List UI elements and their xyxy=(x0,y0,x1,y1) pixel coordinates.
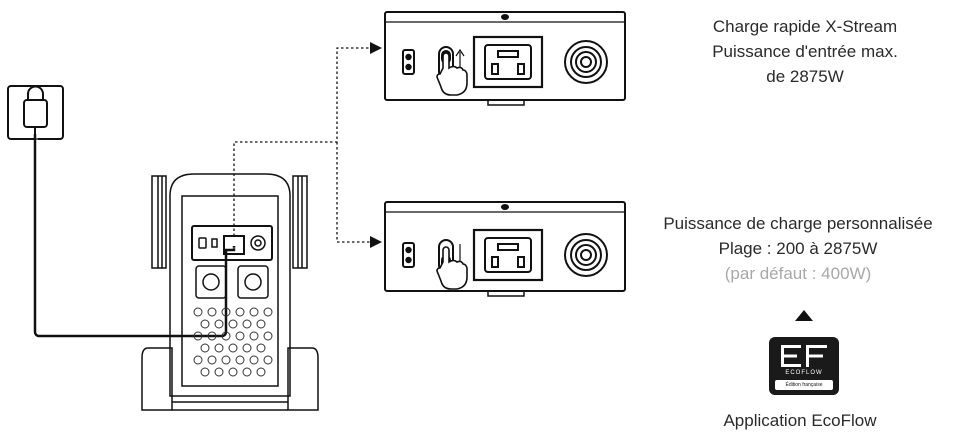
hand-icon xyxy=(436,246,468,290)
ecoflow-app-icon[interactable]: ECOFLOW Édition française xyxy=(769,337,839,395)
caption-x-stream-line2: Puissance d'entrée max. xyxy=(712,42,898,61)
app-brand-text: ECOFLOW xyxy=(785,370,823,376)
caption-custom-line2: Plage : 200 à 2875W xyxy=(718,239,878,258)
app-edition-badge: Édition française xyxy=(775,380,833,390)
caption-x-stream: Charge rapide X-Stream Puissance d'entré… xyxy=(660,14,950,89)
power-cable xyxy=(33,134,236,338)
power-station xyxy=(141,173,319,411)
ecoflow-logo-icon xyxy=(781,345,827,367)
vent-pattern xyxy=(193,307,273,377)
switch-down-panel xyxy=(384,201,626,297)
arrow-head-top xyxy=(370,42,382,54)
wall-plug-icon xyxy=(7,85,64,140)
arrow-up-icon xyxy=(795,310,813,321)
caption-x-stream-line1: Charge rapide X-Stream xyxy=(712,17,898,36)
caption-custom-line1: Puissance de charge personnalisée xyxy=(663,214,933,233)
connector-lines xyxy=(233,47,370,243)
caption-x-stream-line3: de 2875W xyxy=(766,67,844,86)
hand-icon xyxy=(436,52,468,96)
caption-custom-power: Puissance de charge personnalisée Plage … xyxy=(620,211,976,286)
arrow-head-bottom xyxy=(370,236,382,248)
caption-custom-default: (par défaut : 400W) xyxy=(724,264,872,283)
caption-app: Application EcoFlow xyxy=(723,411,877,430)
switch-up-panel xyxy=(384,11,626,106)
